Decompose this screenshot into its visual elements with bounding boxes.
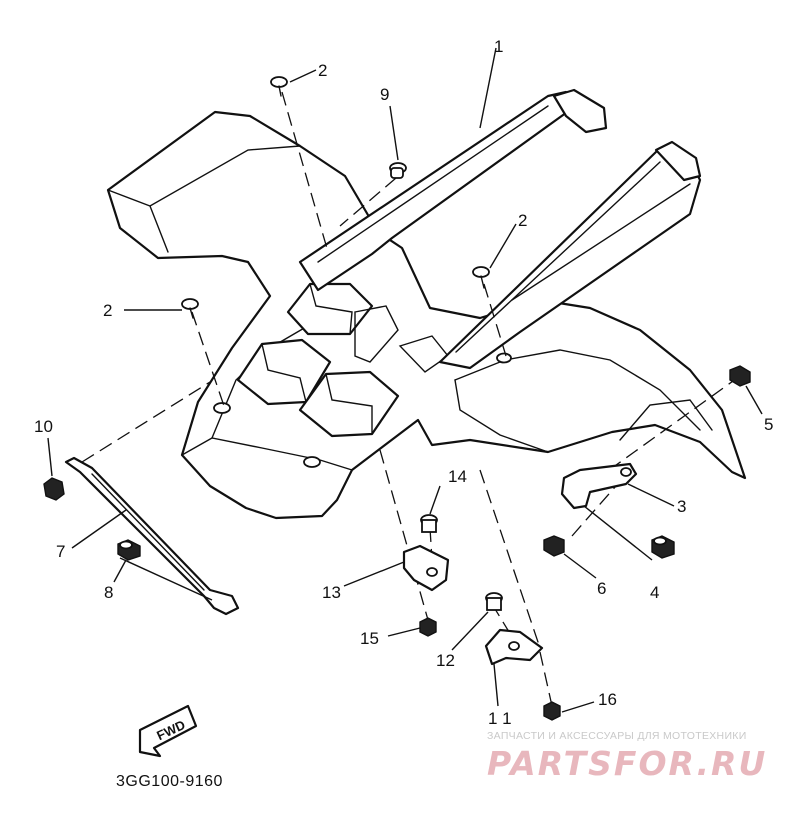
forward-arrow-icon: FWD	[138, 704, 198, 758]
watermark-logo: PARTSFOR.RU	[487, 744, 768, 783]
callout-7: 7	[56, 542, 65, 561]
assembly-centerlines	[81, 91, 741, 707]
callout-labels: 1 2 2 2 3 4 5 6 7 8 9 10 1 1 12 13 14 15…	[34, 37, 773, 728]
screw-icon	[472, 266, 490, 289]
hardware	[43, 76, 751, 721]
callout-12: 12	[436, 651, 455, 670]
callout-3: 3	[677, 497, 686, 516]
callout-5: 5	[764, 415, 773, 434]
callout-4: 4	[650, 583, 659, 602]
bolt-icon	[420, 514, 438, 533]
callout-16: 16	[598, 690, 617, 709]
watermark-tagline: ЗАПЧАСТИ И АКСЕССУАРЫ ДЛЯ МОТОТЕХНИКИ	[487, 730, 747, 742]
stay-bar-icon	[64, 456, 240, 616]
callout-8: 8	[104, 583, 113, 602]
callout-2: 2	[103, 301, 112, 320]
bolt-icon	[651, 535, 675, 559]
nut-icon	[543, 701, 561, 721]
nut-icon	[419, 617, 437, 637]
callout-1: 1	[494, 37, 503, 56]
nut-icon	[43, 477, 65, 501]
callout-14: 14	[448, 467, 467, 486]
screw-icon	[270, 76, 288, 97]
callout-11: 1 1	[488, 709, 512, 728]
bracket-icon	[560, 462, 638, 510]
callout-15: 15	[360, 629, 379, 648]
bolt-icon	[729, 365, 751, 387]
bolt-icon	[117, 539, 141, 561]
screw-icon	[181, 298, 199, 319]
nut-icon	[543, 535, 565, 557]
callout-9: 9	[380, 85, 389, 104]
bracket-icon	[402, 544, 450, 592]
callout-13: 13	[322, 583, 341, 602]
diagram-code: 3GG100-9160	[116, 773, 223, 790]
bracket-icon	[484, 628, 544, 666]
callout-10: 10	[34, 417, 53, 436]
callout-2: 2	[518, 211, 527, 230]
fender-rail-part-1	[298, 88, 702, 370]
callout-2: 2	[318, 61, 327, 80]
rear-fender	[106, 110, 747, 520]
callout-6: 6	[597, 579, 606, 598]
bolt-icon	[485, 592, 503, 611]
leader-lines	[47, 47, 763, 713]
grommet-icon	[389, 162, 407, 179]
